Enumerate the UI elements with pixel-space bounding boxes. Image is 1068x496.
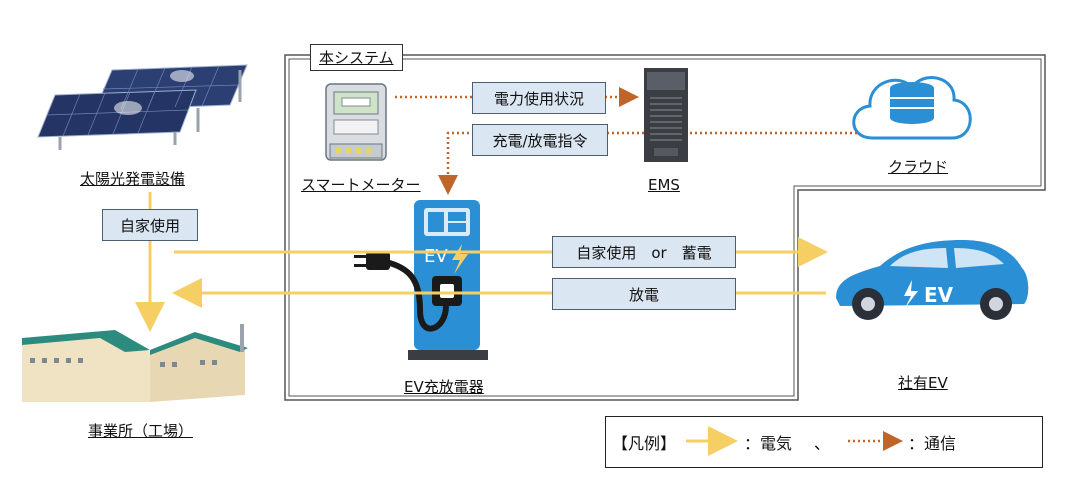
comm-flows bbox=[395, 87, 858, 195]
legend-separator: 、 bbox=[814, 434, 831, 453]
legend: 【凡例】 ：電気 、 ：通信 bbox=[605, 416, 1043, 468]
charge-discharge-command-box: 充電/放電指令 bbox=[472, 124, 608, 156]
self-use-box: 自家使用 bbox=[102, 209, 198, 241]
ems-label: EMS bbox=[648, 176, 680, 194]
company-ev-label: 社有EV bbox=[898, 374, 948, 392]
factory-icon bbox=[22, 324, 248, 402]
factory-label: 事業所（工場） bbox=[88, 422, 194, 440]
legend-title: 【凡例】 bbox=[612, 434, 677, 453]
car-ev-text: EV bbox=[924, 283, 954, 307]
solar-panel-icon bbox=[37, 64, 248, 150]
charger-ev-text: EV bbox=[424, 246, 448, 267]
ev-charger-icon: EV bbox=[354, 200, 488, 360]
ems-server-icon bbox=[644, 68, 688, 162]
legend-comm-label: ：通信 bbox=[908, 434, 957, 453]
power-status-box: 電力使用状況 bbox=[472, 82, 606, 114]
cloud-label: クラウド bbox=[888, 158, 949, 176]
smart-meter-label: スマートメーター bbox=[301, 176, 421, 194]
solar-label: 太陽光発電設備 bbox=[80, 170, 186, 188]
legend-electric-label: ：電気 bbox=[744, 434, 793, 453]
company-ev-car-icon: EV bbox=[836, 240, 1029, 320]
system-label: 本システム bbox=[310, 44, 403, 71]
smart-meter-icon bbox=[325, 83, 387, 161]
self-use-or-storage-box: 自家使用 or 蓄電 bbox=[552, 236, 736, 268]
system-boundary bbox=[284, 54, 1046, 401]
ev-charger-label: EV充放電器 bbox=[404, 378, 484, 396]
discharge-box: 放電 bbox=[552, 278, 736, 310]
cloud-database-icon bbox=[852, 76, 972, 140]
